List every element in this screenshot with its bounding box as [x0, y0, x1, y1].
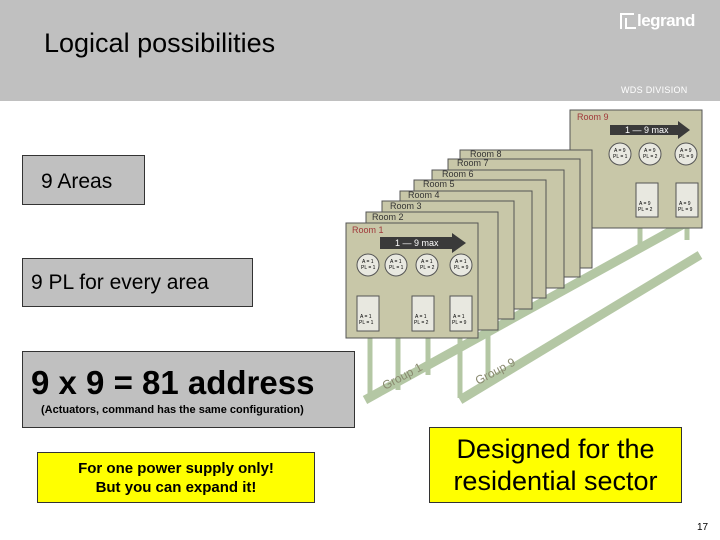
logo-text: legrand	[637, 11, 695, 30]
room-3-label: Room 3	[390, 201, 422, 211]
power-line-2: But you can expand it!	[95, 479, 257, 496]
back-device-3-pl: PL = 9	[679, 154, 694, 160]
front-device-1-pl: PL = 1	[361, 265, 376, 271]
front-device-4-pl: PL = 9	[454, 265, 469, 271]
front-device-3-a: A = 1	[421, 259, 433, 265]
room-1-label: Room 1	[352, 225, 384, 235]
front-device-2-pl: PL = 1	[389, 265, 404, 271]
front-module-1-a: A = 1	[360, 314, 372, 320]
room-9-label: Room 9	[577, 112, 609, 122]
address-sub-text: (Actuators, command has the same configu…	[41, 404, 304, 416]
room-1-details: 1 — 9 max A = 1 PL = 1 A = 1 PL = 1 A = …	[356, 233, 473, 332]
designed-line-2: residential sector	[453, 466, 658, 496]
back-device-2-pl: PL = 2	[643, 154, 658, 160]
arrow-icon	[610, 121, 690, 139]
legrand-logo: legrand	[620, 9, 695, 33]
room-9-range: 1 — 9 max	[625, 125, 669, 135]
front-module-3-a: A = 1	[453, 314, 465, 320]
front-module-1-pl: PL = 1	[359, 320, 374, 326]
room-2-label: Room 2	[372, 212, 404, 222]
pl-box: 9 PL for every area	[22, 258, 253, 307]
designed-line-1: Designed for the	[456, 434, 655, 464]
front-module-2-pl: PL = 2	[414, 320, 429, 326]
back-module-2-a: A = 9	[679, 201, 691, 207]
power-line-1: For one power supply only!	[78, 460, 274, 477]
back-device-3-a: A = 9	[680, 148, 692, 154]
arrow-icon	[380, 233, 466, 253]
address-box: 9 x 9 = 81 address (Actuators, command h…	[22, 351, 355, 428]
back-device-2-a: A = 9	[644, 148, 656, 154]
division-label: WDS DIVISION	[621, 85, 688, 95]
power-supply-box: For one power supply only! But you can e…	[37, 452, 315, 503]
page-title: Logical possibilities	[44, 28, 276, 58]
areas-box: 9 Areas	[22, 155, 145, 205]
room-6-label: Room 6	[442, 169, 474, 179]
front-device-4-a: A = 1	[455, 259, 467, 265]
front-device-1-a: A = 1	[362, 259, 374, 265]
room-7-label: Room 7	[457, 158, 489, 168]
back-module-2-pl: PL = 9	[678, 207, 693, 213]
group-1-label: Group 1	[380, 360, 425, 393]
back-device-1-pl: PL = 1	[613, 154, 628, 160]
address-main-text: 9 x 9 = 81 address	[31, 364, 315, 401]
page-number: 17	[697, 522, 709, 533]
room-8-label: Room 8	[470, 149, 502, 159]
front-device-2-a: A = 1	[390, 259, 402, 265]
header-band	[0, 0, 720, 101]
back-device-1-a: A = 9	[614, 148, 626, 154]
room-9-details: 1 — 9 max A = 9 PL = 1 A = 9 PL = 2 A = …	[608, 121, 699, 218]
back-module-1-a: A = 9	[639, 201, 651, 207]
residential-box: Designed for the residential sector	[429, 427, 682, 503]
front-module-3-pl: PL = 9	[452, 320, 467, 326]
front-device-3-pl: PL = 2	[420, 265, 435, 271]
front-module-2-a: A = 1	[415, 314, 427, 320]
room-4-label: Room 4	[408, 190, 440, 200]
legrand-logo-icon	[620, 13, 636, 29]
room-5-label: Room 5	[423, 179, 455, 189]
room-1-range: 1 — 9 max	[395, 238, 439, 248]
back-module-1-pl: PL = 2	[638, 207, 653, 213]
